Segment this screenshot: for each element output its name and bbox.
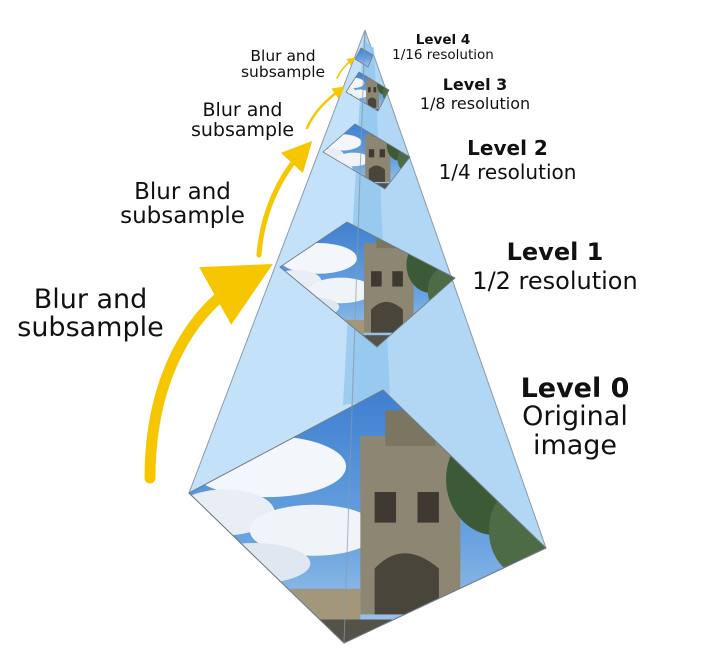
level-1-label: Level 1 1/2 resolution — [455, 238, 655, 296]
level-2-plane — [322, 123, 411, 190]
level-1-desc: 1/2 resolution — [472, 267, 638, 296]
level-4-desc: 1/16 resolution — [392, 47, 494, 64]
step-label-3: Blur and subsample — [180, 99, 305, 141]
pyramid-front-edge — [343, 29, 366, 644]
level-4-label: Level 4 1/16 resolution — [378, 32, 508, 64]
level-3-plane — [345, 71, 390, 112]
level-2-label: Level 2 1/4 resolution — [420, 138, 595, 183]
level-1-title: Level 1 — [506, 238, 604, 266]
step-1-line1: Blur and — [33, 284, 148, 315]
level-3-title: Level 3 — [442, 75, 508, 94]
curved-arrow-icon — [336, 57, 356, 79]
level-0-label: Level 0 Original image — [505, 373, 645, 461]
level-2-title: Level 2 — [467, 136, 548, 160]
step-1-line2: subsample — [17, 312, 164, 344]
level-0-line1: Original — [522, 401, 628, 433]
step-2-line1: Blur and — [134, 179, 231, 205]
step-label-1: Blur and subsample — [8, 284, 173, 344]
level-2-desc: 1/4 resolution — [438, 160, 577, 184]
curved-arrow-icon — [256, 140, 313, 258]
curved-arrow-icon — [144, 263, 273, 484]
level-0-line2: image — [532, 429, 618, 461]
curved-arrow-icon — [305, 86, 346, 130]
step-3-line2: subsample — [190, 118, 295, 141]
level-0-title: Level 0 — [520, 373, 630, 404]
level-4-title: Level 4 — [415, 32, 471, 48]
step-4-line1: Blur and — [250, 47, 316, 65]
step-3-line1: Blur and — [202, 99, 283, 121]
level-3-label: Level 3 1/8 resolution — [405, 75, 545, 113]
step-2-line2: subsample — [120, 203, 245, 230]
level-3-desc: 1/8 resolution — [419, 93, 531, 113]
level-1-plane — [279, 221, 456, 348]
step-label-2: Blur and subsample — [110, 180, 255, 228]
step-label-4: Blur and subsample — [228, 48, 338, 81]
step-4-line2: subsample — [240, 63, 326, 82]
